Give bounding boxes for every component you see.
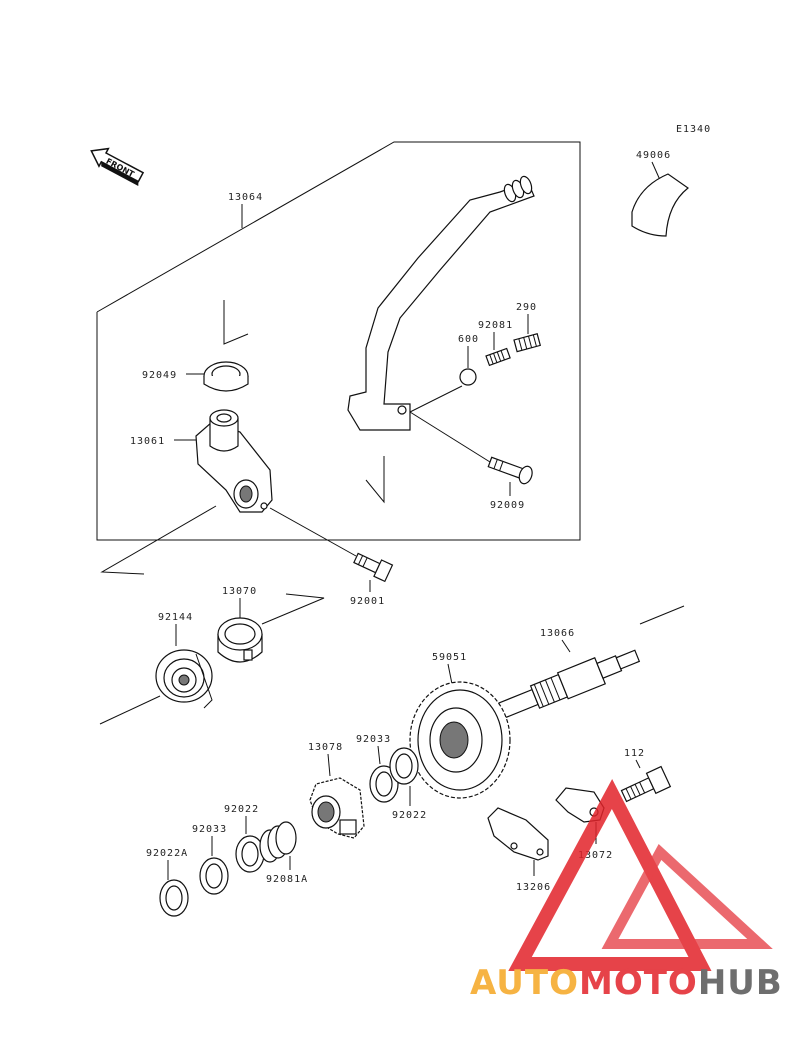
label-92033-lower: 92033 [192,824,227,835]
label-112: 112 [624,748,645,759]
watermark-logo: AUTOMOTOHUB [470,779,783,1003]
steel-ball-part [459,368,477,386]
reference-code: E1340 [676,124,711,135]
front-arrow-icon: FRONT [90,147,145,187]
guide-bolt-part [620,765,672,803]
label-13064: 13064 [228,192,263,203]
kick-gear-part [409,681,511,799]
label-92033-upper: 92033 [356,734,391,745]
label-92022-mid: 92022 [224,804,259,815]
label-13072: 13072 [578,850,613,861]
spring-part [485,347,511,367]
label-13206: 13206 [516,882,551,893]
label-13070: 13070 [222,586,257,597]
ratchet-spring-part [259,821,297,863]
clamp-bolt-part [353,552,394,583]
label-92009: 92009 [490,500,525,511]
label-92081: 92081 [478,320,513,331]
grip-rubber-part [631,173,690,237]
assembly-outline [96,141,581,541]
label-92049: 92049 [142,370,177,381]
watermark-brand-part3: HUB [698,963,783,1003]
label-92144: 92144 [158,612,193,623]
label-92022A: 92022A [146,848,188,859]
bushing-part [217,617,263,663]
label-290: 290 [516,302,537,313]
svg-text:AUTOMOTOHUB: AUTOMOTOHUB [470,963,783,1003]
washer-mid-part [235,835,265,873]
ratchet-part [309,777,365,839]
label-59051: 59051 [432,652,467,663]
label-92022-right: 92022 [392,810,427,821]
circlip-upper-part [369,765,399,803]
oil-seal-part [203,361,249,392]
watermark-triangle-icon [508,779,712,971]
washer-upper-part [389,747,419,785]
label-13066: 13066 [540,628,575,639]
label-49006: 49006 [636,150,671,161]
label-13061: 13061 [130,436,165,447]
washer-lower-part [159,879,189,917]
kick-arm-part [195,409,273,513]
kick-spring-part [155,649,213,709]
watermark-brand-part2: MOTO [579,963,698,1003]
label-13078: 13078 [308,742,343,753]
circlip-lower-part [199,857,229,895]
label-600: 600 [458,334,479,345]
watermark-brand-part1: AUTO [470,963,579,1003]
label-92081A: 92081A [266,874,308,885]
label-92001: 92001 [350,596,385,607]
pivot-bolt-part [487,456,533,485]
detent-spring-part [513,333,542,353]
kick-shaft-part [494,649,641,721]
kick-lever-part [347,175,535,431]
stopper-plate-part [487,807,549,861]
